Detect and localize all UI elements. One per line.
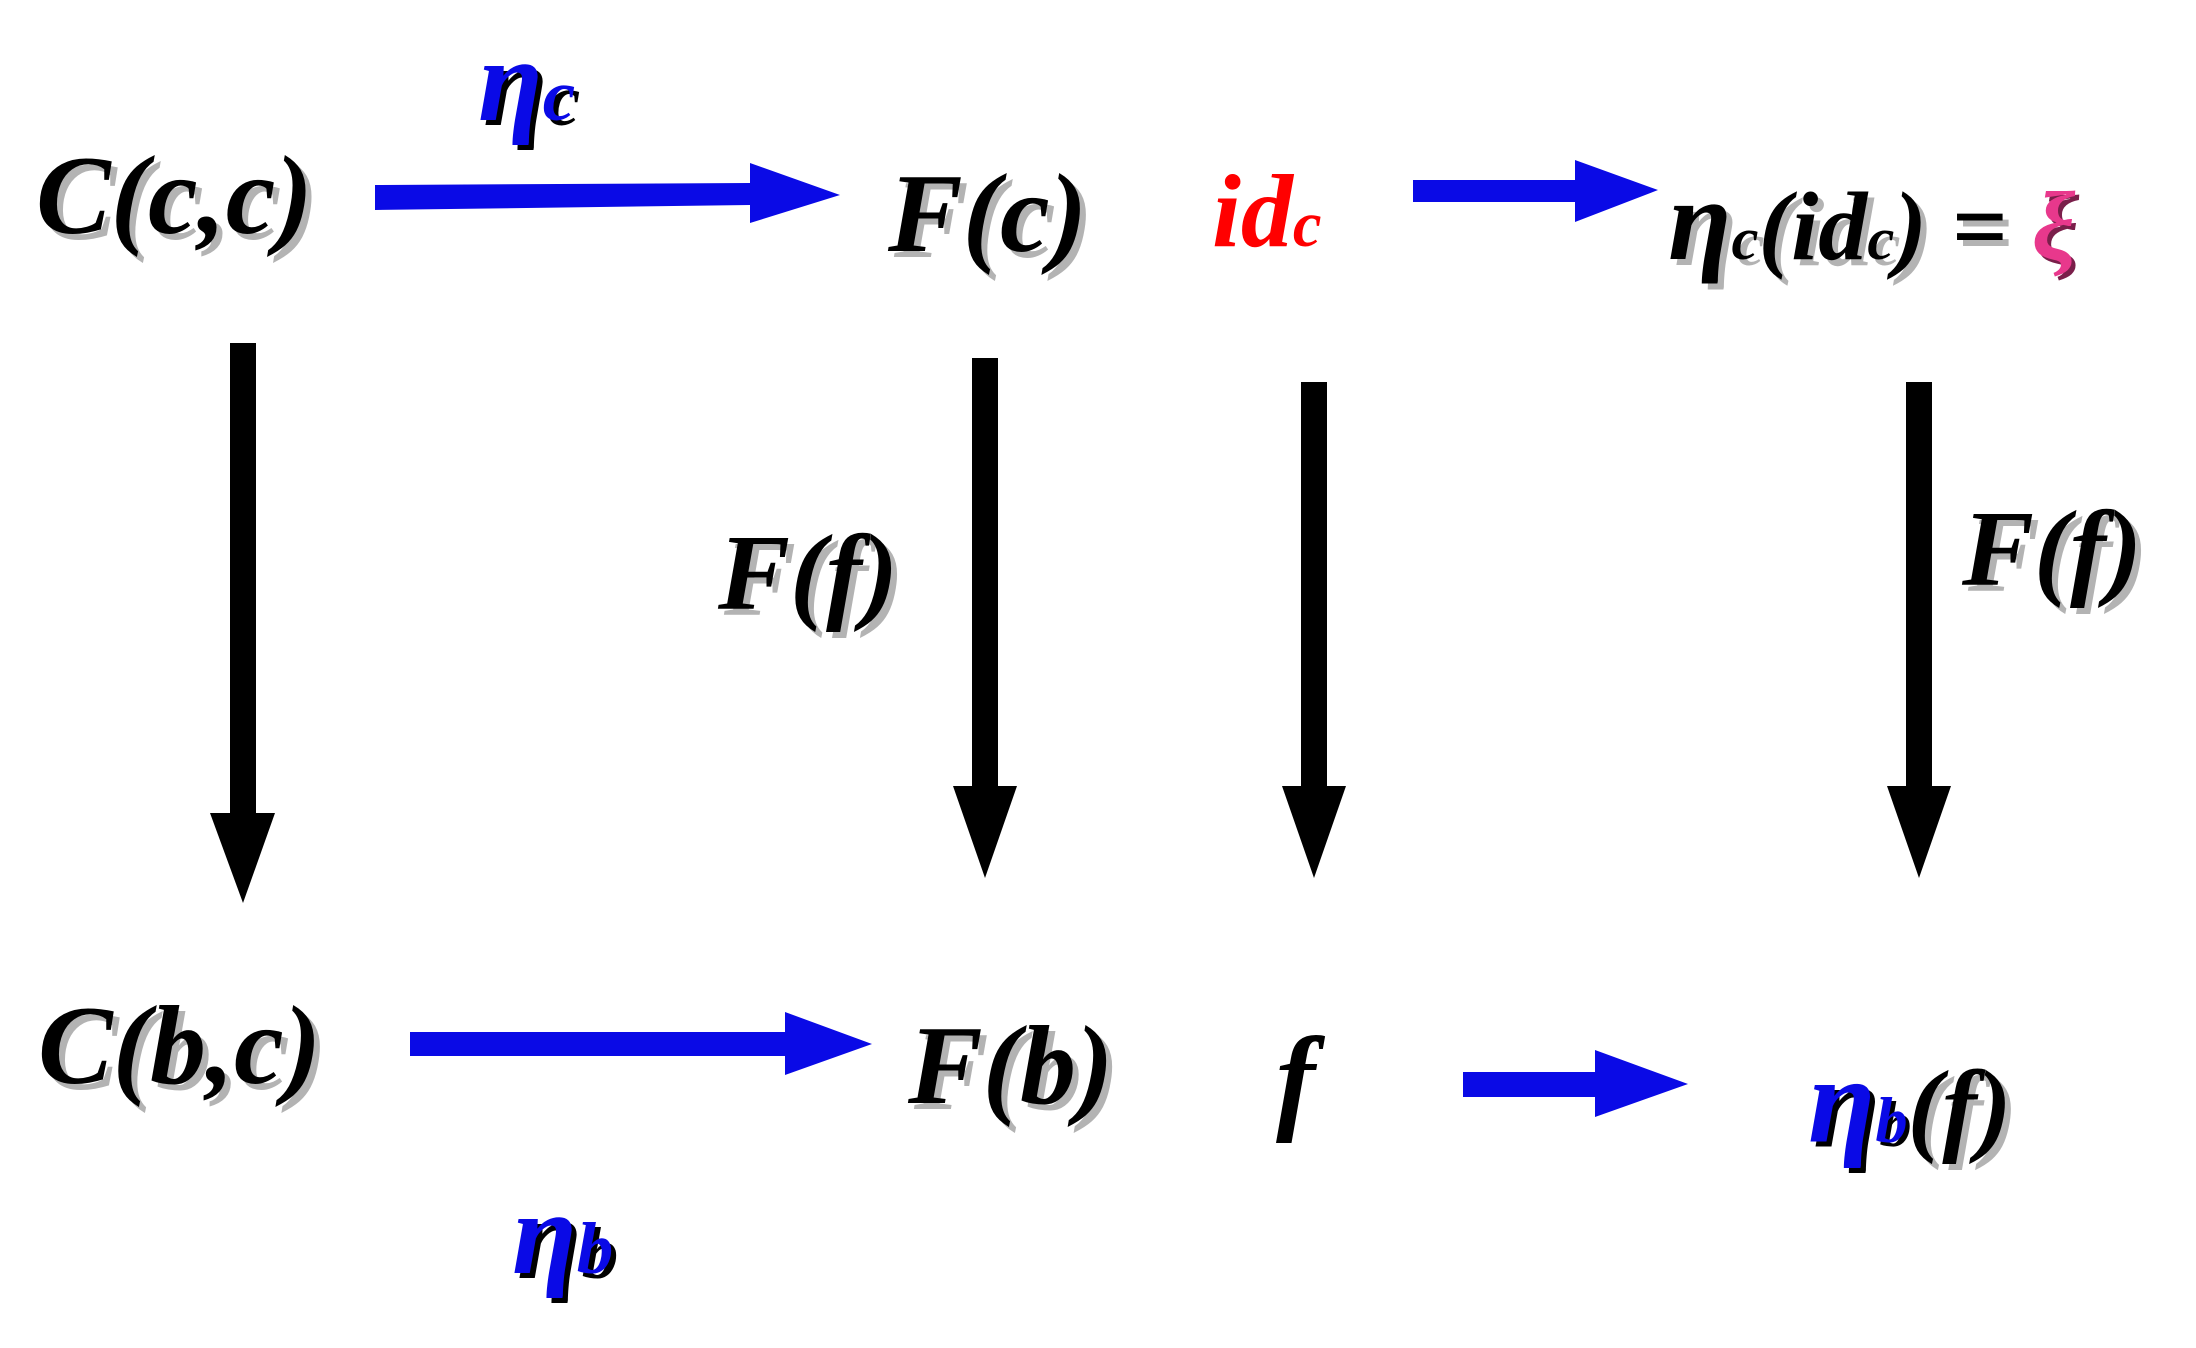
node-eta-c-paren-open: (id <box>1758 173 1868 281</box>
node-id-c-sub: c <box>1292 189 1322 260</box>
node-eta-c-paren-close: ) = <box>1894 173 2032 281</box>
label-eta-b: ηb <box>512 1175 613 1293</box>
node-f-c: F(c) <box>888 158 1087 270</box>
node-c-bc-text: C(b,c) <box>38 984 322 1108</box>
node-f: f <box>1276 1020 1315 1138</box>
node-c-cc-text: C(c,c) <box>36 134 313 258</box>
node-eta-c-id-sub: c <box>1867 206 1895 273</box>
node-eta-b-symbol: η <box>1808 1033 1876 1169</box>
node-eta-c-sub: c <box>1731 206 1759 273</box>
node-eta-b-paren-f: (f) <box>1907 1050 2012 1165</box>
label-eta-c-symbol: η <box>478 15 543 146</box>
node-eta-b-sub: b <box>1875 1085 1908 1156</box>
arrow-idc-vertical <box>1282 382 1346 878</box>
label-ff-left-text: F(f) <box>718 514 898 633</box>
label-ff-left: F(f) <box>718 520 898 628</box>
node-id-c: idc <box>1212 160 1322 264</box>
node-xi: ξ <box>2031 173 2076 281</box>
label-eta-c-sub: c <box>542 55 576 136</box>
label-eta-c: ηc <box>478 22 575 140</box>
arrow-left-vertical <box>210 343 275 903</box>
node-f-text: f <box>1276 1013 1316 1144</box>
node-f-c-text: F(c) <box>888 152 1088 276</box>
arrow-ff-left-vertical <box>953 358 1017 878</box>
node-id-c-main: id <box>1212 154 1293 269</box>
node-c-cc: C(c,c) <box>36 140 313 252</box>
arrow-eta-b <box>410 1012 872 1075</box>
arrow-f-to-etab <box>1463 1050 1688 1117</box>
node-eta-c-symbol: η <box>1668 157 1732 285</box>
label-ff-right-text: F(f) <box>1962 490 2142 609</box>
arrow-ff-right-vertical <box>1887 382 1951 878</box>
node-eta-b-f: ηb(f) <box>1808 1040 2012 1163</box>
node-eta-c-idc-equals-xi: ηc(idc) = ξ <box>1668 163 2076 281</box>
label-eta-b-sub: b <box>576 1208 614 1289</box>
arrow-eta-c <box>375 163 840 223</box>
node-c-bc: C(b,c) <box>38 990 321 1102</box>
arrow-idc-to-etac <box>1413 160 1658 222</box>
label-eta-b-symbol: η <box>512 1168 577 1299</box>
node-f-b-text: F(b) <box>908 1004 1114 1128</box>
node-f-b: F(b) <box>908 1010 1113 1122</box>
label-ff-right: F(f) <box>1962 496 2142 604</box>
